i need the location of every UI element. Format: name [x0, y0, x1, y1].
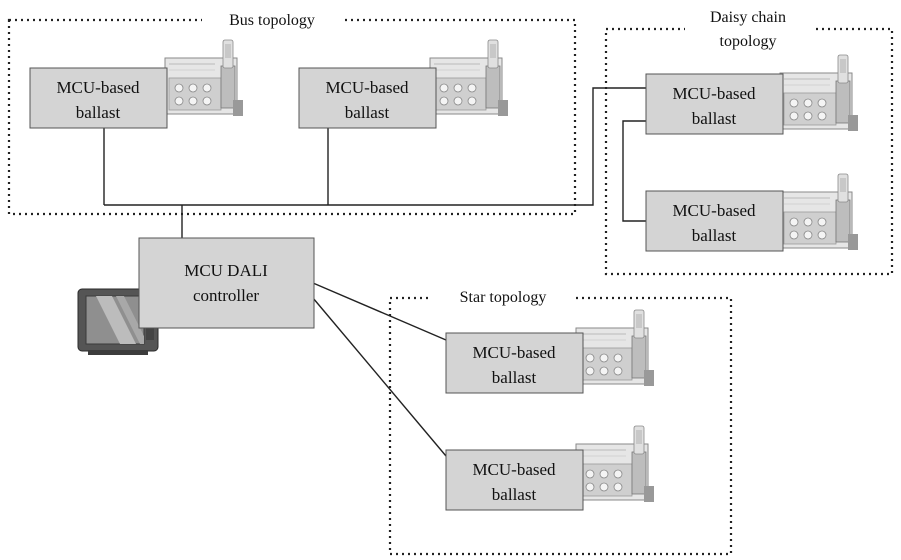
star-topology-group [388, 296, 733, 556]
ballast-device-icon [575, 309, 655, 387]
daisy-ballast-1: MCU-based ballast [645, 73, 784, 135]
ballast-label-line1: MCU-based [472, 460, 556, 479]
daisy-ballast-2: MCU-based ballast [645, 190, 784, 252]
controller-label-line2: controller [193, 286, 259, 305]
ballast-label-line1: MCU-based [672, 201, 756, 220]
ballast-label-line2: ballast [692, 109, 737, 128]
controller-label-line1: MCU DALI [184, 261, 268, 280]
ballast-label-line2: ballast [345, 103, 390, 122]
bus-ballast-2: MCU-based ballast [298, 67, 437, 129]
ballast-device-icon [575, 425, 655, 503]
dali-controller: MCU DALI controller [138, 237, 315, 329]
bus-ballast-1: MCU-based ballast [29, 67, 168, 129]
ballast-device-icon [164, 39, 244, 117]
star-ballast-2: MCU-based ballast [445, 449, 584, 511]
ballast-label-line2: ballast [692, 226, 737, 245]
ballast-label-line2: ballast [492, 485, 537, 504]
ballast-label-line2: ballast [76, 103, 121, 122]
star-ballast-1: MCU-based ballast [445, 332, 584, 394]
bus-topology-label: Bus topology [229, 12, 315, 29]
star-topology-label: Star topology [460, 289, 547, 306]
ballast-label-line2: ballast [492, 368, 537, 387]
daisy-chain-label-line1: Daisy chain [710, 9, 786, 26]
ballast-device-icon [779, 54, 859, 132]
wiring [103, 87, 646, 457]
ballast-label-line1: MCU-based [672, 84, 756, 103]
monitor-icon [77, 288, 159, 355]
daisy-chain-label-line2: topology [720, 33, 777, 50]
daisy-chain-topology-group [604, 27, 894, 276]
ballast-label-line1: MCU-based [325, 78, 409, 97]
ballast-device-icon [779, 173, 859, 251]
ballast-device-icon [429, 39, 509, 117]
ballast-label-line1: MCU-based [472, 343, 556, 362]
ballast-label-line1: MCU-based [56, 78, 140, 97]
